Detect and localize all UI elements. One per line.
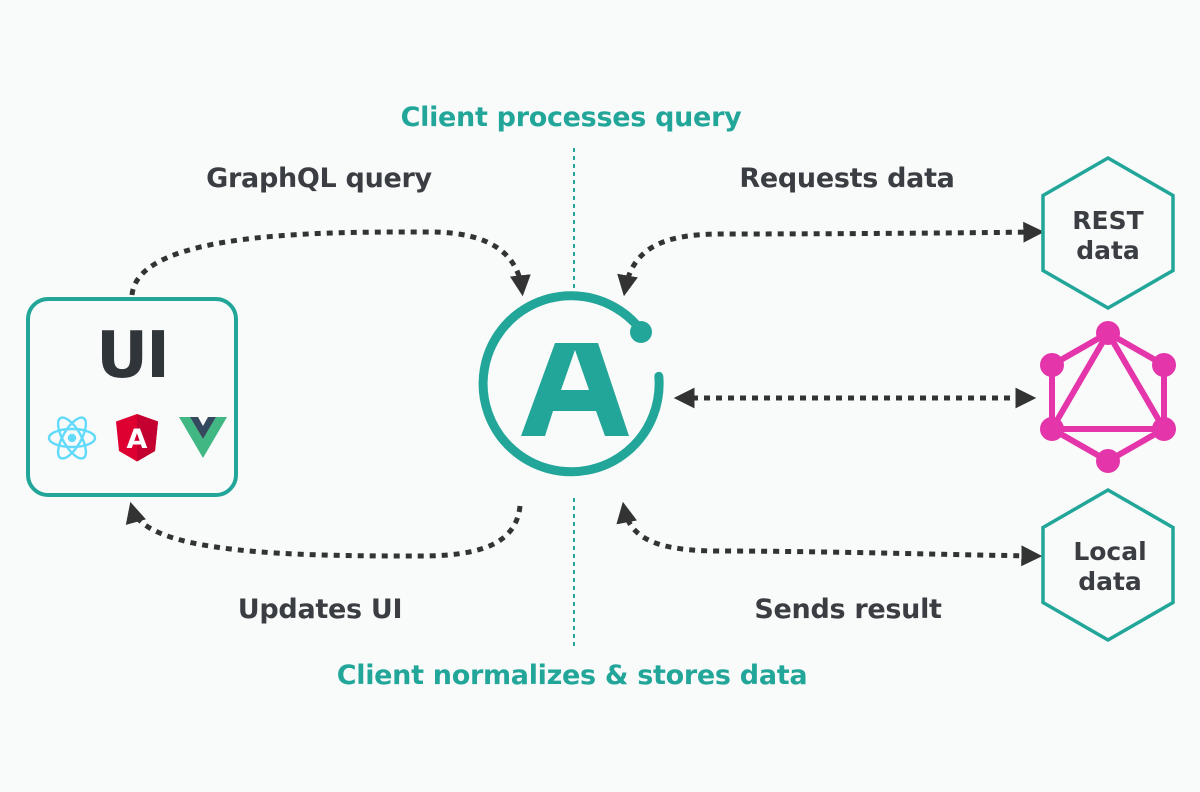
react-icon [47, 416, 97, 460]
requests-data-arrow [617, 221, 1045, 297]
client-processes-query-label: Client processes query [400, 102, 742, 133]
updates-ui-arrow [125, 501, 523, 559]
updates-ui-label: Updates UI [237, 594, 403, 625]
rest-data-line1: REST [1072, 206, 1144, 235]
client-normalizes-stores-label: Client normalizes & stores data [336, 660, 808, 691]
local-data-line2: data [1078, 567, 1142, 596]
sends-result-arrow [616, 501, 1043, 567]
graphql-query-label: GraphQL query [206, 163, 432, 194]
apollo-logo-icon [478, 291, 664, 477]
requests-data-label: Requests data [739, 163, 955, 194]
rest-data-line2: data [1076, 236, 1140, 265]
ui-title: UI [96, 319, 170, 393]
angular-icon: A [116, 414, 158, 462]
local-data-hexagon [1041, 487, 1175, 643]
local-data-label: Local data [1073, 537, 1146, 597]
graphql-query-arrow [129, 229, 531, 297]
ui-box: UI A [26, 297, 238, 497]
rest-data-label: REST data [1072, 206, 1143, 266]
graphql-logo-icon [1040, 321, 1176, 473]
angular-letter: A [127, 424, 148, 455]
sends-result-label: Sends result [754, 594, 942, 625]
vue-icon [179, 417, 227, 458]
rest-data-hexagon [1041, 155, 1175, 311]
local-data-line1: Local [1073, 537, 1147, 566]
